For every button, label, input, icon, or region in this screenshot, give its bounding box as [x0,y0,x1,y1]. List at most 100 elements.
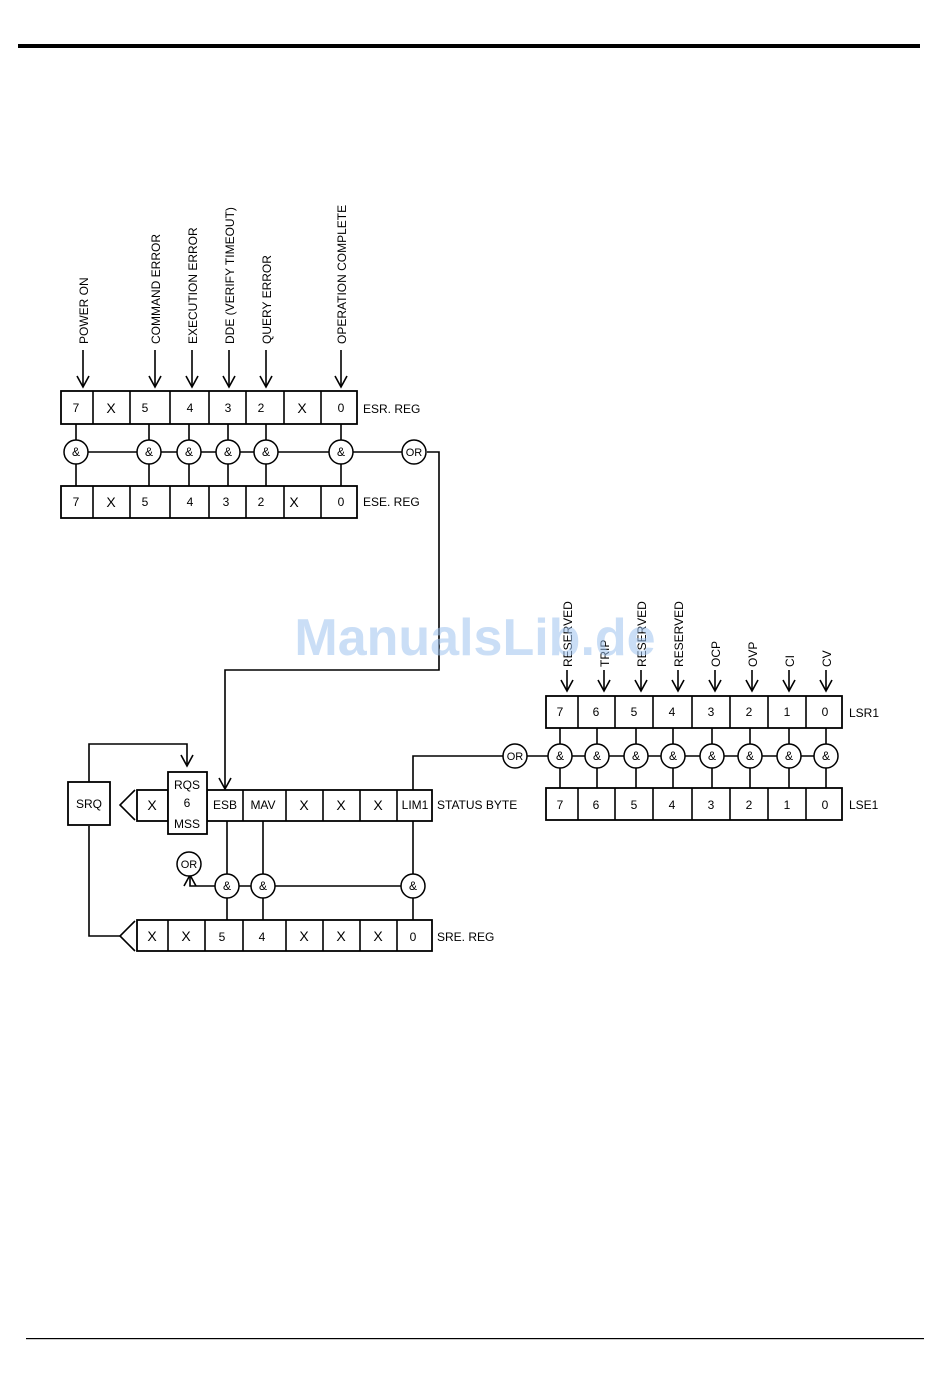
lse1-bit-1: 1 [784,798,791,812]
sre-and-gate-5: & [223,879,231,893]
sre-register [136,919,433,952]
lsr1-and-gate-7: & [556,749,564,763]
ese-bit-4: 4 [187,495,194,509]
lsr1-bit-5: 5 [631,705,638,719]
ese-bit-6: X [106,494,116,510]
sre-bit-1: X [373,928,383,944]
esr-bit-4: 4 [187,401,194,415]
sre-bit-6: X [181,928,191,944]
lsr1-register [545,695,843,729]
esr-input-dde: DDE (VERIFY TIMEOUT) [223,207,237,344]
sre-bit-7: X [147,928,157,944]
sre-and-gates [214,873,426,899]
esr-or-gate [401,439,427,465]
status-byte-rqs: RQS [174,778,200,792]
watermark: ManualsLib.de [294,609,655,667]
status-byte-bit-3: X [299,797,309,813]
esr-and-gate-4: & [185,445,193,459]
lsr1-or-gate-label: OR [507,751,524,763]
esr-bit-5: 5 [142,401,149,415]
lsr1-or-gate [502,743,528,769]
ese-bit-3: 3 [223,495,230,509]
status-byte-bit-7: X [147,797,157,813]
esr-and-gate-5: & [145,445,153,459]
ese-bit-5: 5 [142,495,149,509]
lsr1-and-gate-2: & [746,749,754,763]
esr-and-gate-7: & [72,445,80,459]
lsr1-bit-2: 2 [746,705,753,719]
lsr1-input-ci: CI [783,655,797,667]
ese-register-label: ESE. REG [363,495,420,509]
lsr1-and-gate-1: & [785,749,793,763]
status-byte-bit-1: X [373,797,383,813]
lsr1-input-ocp: OCP [709,641,723,667]
status-byte-register [136,771,433,835]
lse1-bit-4: 4 [669,798,676,812]
lsr1-bit-4: 4 [669,705,676,719]
sre-bit-4: 4 [259,930,266,944]
lsr1-register-label: LSR1 [849,706,879,720]
esr-or-gate-label: OR [406,447,423,459]
esr-and-gate-2: & [262,445,270,459]
esr-bit-3: 3 [225,401,232,415]
esr-and-gate-0: & [337,445,345,459]
lsr1-and-gate-4: & [669,749,677,763]
lsr1-bit-6: 6 [593,705,600,719]
lsr1-input-reserved-4: RESERVED [672,601,686,667]
lsr1-input-reserved-7: RESERVED [561,601,575,667]
lsr1-and-gate-0: & [822,749,830,763]
ese-register [60,485,358,519]
ese-bit-1: X [289,494,299,510]
status-byte-mav: MAV [250,798,275,812]
esr-register [60,390,358,425]
esr-and-gates [63,439,354,465]
srq-box [67,781,111,826]
lse1-bit-0: 0 [822,798,829,812]
lsr1-input-trip: TRIP [598,640,612,667]
lsr1-bit-0: 0 [822,705,829,719]
sre-register-label: SRE. REG [437,930,494,944]
esr-bit-2: 2 [258,401,265,415]
status-byte-label: STATUS BYTE [437,798,517,812]
lse1-bit-2: 2 [746,798,753,812]
lsr1-input-reserved-5: RESERVED [635,601,649,667]
lsr1-and-gates [547,743,839,769]
esr-input-arrows [76,350,348,389]
sre-bit-5: 5 [219,930,226,944]
esr-input-query-error: QUERY ERROR [260,255,274,344]
esr-input-operation-complete: OPERATION COMPLETE [335,205,349,344]
lsr1-and-gate-5: & [632,749,640,763]
ese-bit-2: 2 [258,495,265,509]
lse1-bit-5: 5 [631,798,638,812]
esr-input-execution-error: EXECUTION ERROR [186,227,200,344]
lsr1-and-gate-6: & [593,749,601,763]
lse1-bit-7: 7 [557,798,564,812]
lse1-register-label: LSE1 [849,798,879,812]
sre-and-gate-4: & [259,879,267,893]
lse1-bit-6: 6 [593,798,600,812]
status-or-gate [176,851,202,877]
srq-label: SRQ [76,797,102,811]
lsr1-input-cv: CV [820,650,834,667]
esr-register-label: ESR. REG [363,402,420,416]
lsr1-input-arrows [560,670,833,693]
lsr1-bit-1: 1 [784,705,791,719]
sre-bit-0: 0 [410,930,417,944]
status-or-gate-label: OR [181,859,198,871]
esr-bit-1: X [297,400,307,416]
status-byte-lim1: LIM1 [402,798,429,812]
esr-input-power-on: POWER ON [77,277,91,344]
lsr1-input-ovp: OVP [746,642,760,667]
ese-bit-0: 0 [338,495,345,509]
esr-bit-7: 7 [73,401,80,415]
lsr1-bit-3: 3 [708,705,715,719]
ese-bit-7: 7 [73,495,80,509]
header-rule [18,44,920,48]
esr-bit-0: 0 [338,401,345,415]
sre-bit-3: X [299,928,309,944]
sre-bit-2: X [336,928,346,944]
status-byte-bit-6: 6 [184,796,191,810]
status-byte-esb: ESB [213,798,237,812]
status-byte-mss: MSS [174,817,200,831]
